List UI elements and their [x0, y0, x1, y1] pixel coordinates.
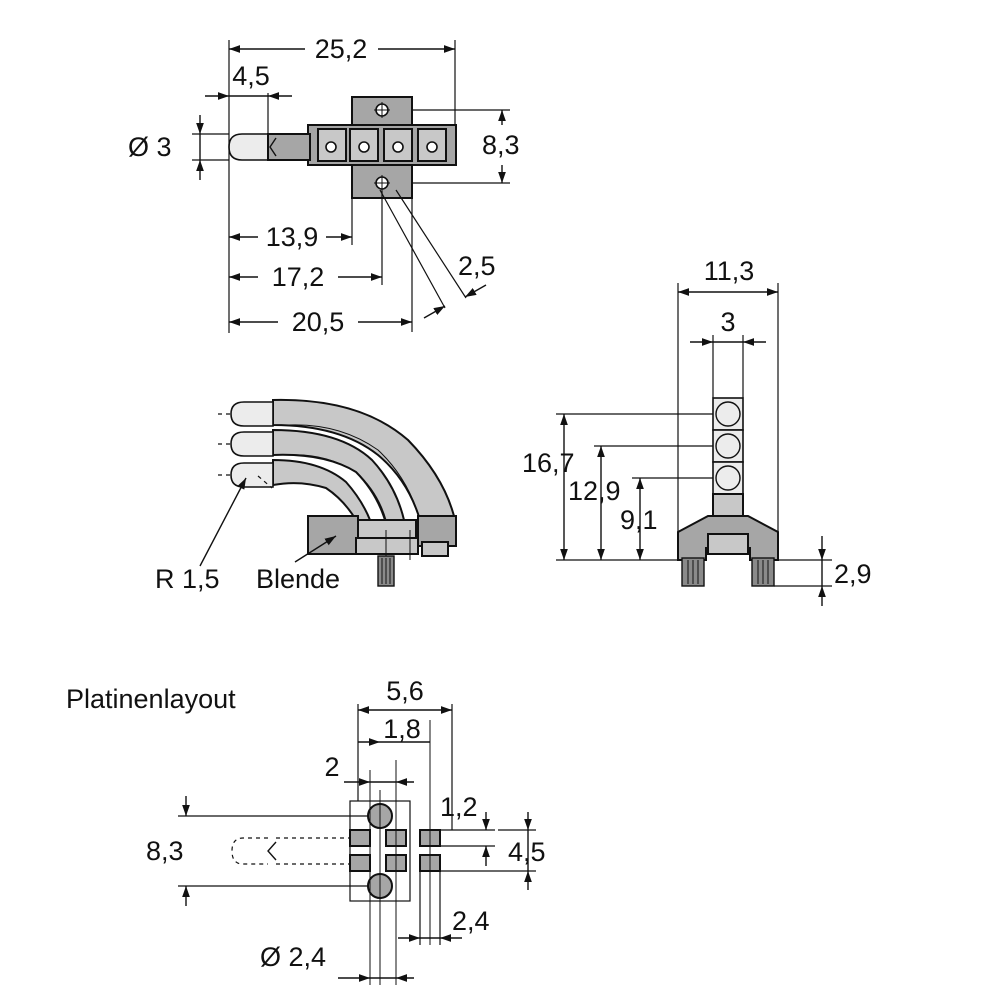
front-view: 11,3 3 16,7 12,9	[522, 256, 872, 606]
dim-1-2: 1,2	[440, 792, 495, 866]
label-radius: R 1,5	[155, 564, 220, 594]
pcb-layout-title: Platinenlayout	[66, 684, 236, 714]
dim-total-length-label: 25,2	[315, 34, 368, 64]
dim-pin-length: 2,9	[774, 536, 872, 606]
dim-1-8-label: 1,8	[383, 714, 421, 744]
dim-to-pin: 17,2	[229, 191, 383, 292]
dim-h-top: 16,7	[522, 414, 575, 560]
dim-led-diameter-label: Ø 3	[128, 132, 172, 162]
dim-width-label: 11,3	[704, 256, 755, 286]
dim-8-3-label: 8,3	[146, 836, 184, 866]
label-radius-group: R 1,5	[155, 477, 247, 594]
dim-4-5: 4,5	[440, 812, 546, 890]
front-view-reference-lines	[556, 413, 713, 561]
dim-2-label: 2	[324, 752, 339, 782]
front-view-base	[677, 515, 779, 587]
front-view-leds	[712, 397, 744, 517]
dim-led-length: 4,5	[205, 61, 292, 134]
dim-h-mid-label: 12,9	[568, 476, 621, 506]
dim-to-block-label: 13,9	[266, 222, 319, 252]
top-view-led	[228, 133, 311, 161]
dim-to-pin-far: 20,5	[229, 198, 413, 337]
dim-2-4: 2,4	[398, 871, 490, 945]
dim-hole-diameter: Ø 2,4	[260, 942, 414, 982]
side-view-base	[307, 515, 457, 587]
dim-1-8: 1,8	[358, 714, 430, 746]
dim-led-width-label: 3	[720, 307, 735, 337]
dim-h-top-label: 16,7	[522, 448, 575, 478]
dim-to-pin-far-label: 20,5	[292, 307, 345, 337]
dim-height-label: 8,3	[482, 130, 520, 160]
dim-led-length-label: 4,5	[232, 61, 270, 91]
dim-2: 2	[324, 752, 414, 786]
pcb-layout: Platinenlayout	[66, 676, 546, 985]
side-view-leds	[218, 401, 274, 489]
dim-4-5-label: 4,5	[508, 837, 546, 867]
label-blende: Blende	[256, 564, 340, 594]
dim-pin-pitch-label: 2,5	[458, 251, 496, 281]
dim-width: 11,3	[677, 256, 779, 532]
label-blende-group: Blende	[256, 535, 340, 594]
dim-5-6: 5,6	[357, 676, 453, 830]
dim-h-mid: 12,9	[568, 446, 621, 560]
top-view: 25,2 4,5 Ø 3 8,3	[128, 34, 520, 337]
light-pipe	[272, 398, 457, 521]
dim-h-low-label: 9,1	[620, 505, 658, 535]
dim-to-pin-label: 17,2	[272, 262, 325, 292]
dim-5-6-label: 5,6	[386, 676, 424, 706]
dim-total-length: 25,2	[228, 34, 456, 333]
dim-led-diameter: Ø 3	[128, 115, 229, 180]
dim-to-block: 13,9	[229, 198, 353, 252]
pcb-footprint	[349, 720, 441, 985]
pcb-led-outline	[231, 837, 350, 865]
dim-1-2-label: 1,2	[440, 792, 478, 822]
dim-pin-length-label: 2,9	[834, 559, 872, 589]
dim-pin-pitch: 2,5	[379, 189, 496, 319]
dim-led-width: 3	[690, 307, 766, 398]
dim-height: 8,3	[412, 109, 520, 184]
top-view-body	[307, 96, 457, 199]
dim-8-3: 8,3	[146, 796, 368, 906]
dim-hole-diameter-label: Ø 2,4	[260, 942, 326, 972]
dim-h-low: 9,1	[620, 478, 658, 560]
dim-2-4-label: 2,4	[452, 906, 490, 936]
side-view: R 1,5 Blende	[155, 398, 457, 594]
